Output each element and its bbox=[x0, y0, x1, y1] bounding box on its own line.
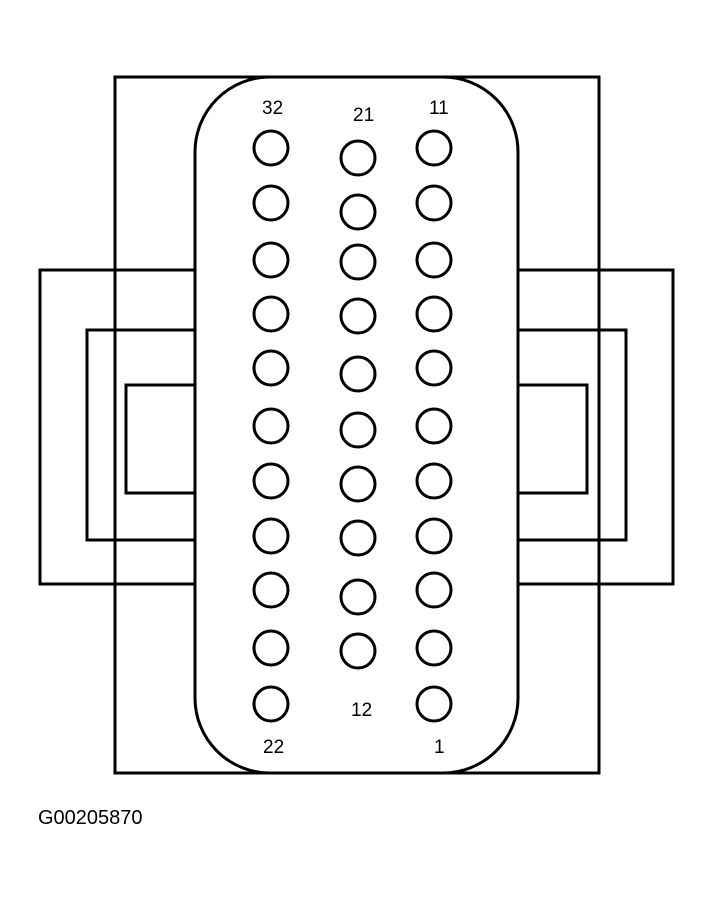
pin-left-8 bbox=[252, 517, 290, 555]
pin-label-12: 12 bbox=[351, 700, 372, 721]
pin-right-4 bbox=[415, 295, 453, 333]
pin-middle-4 bbox=[339, 297, 377, 335]
pin-middle-9 bbox=[339, 578, 377, 616]
left-latch bbox=[38, 268, 195, 586]
pin-middle-2 bbox=[339, 193, 377, 231]
pin-left-4 bbox=[252, 295, 290, 333]
pin-right-1 bbox=[415, 129, 453, 167]
pin-middle-3 bbox=[339, 243, 377, 281]
pin-array bbox=[252, 129, 453, 723]
pin-left-7 bbox=[252, 462, 290, 500]
pin-middle-7 bbox=[339, 465, 377, 503]
pin-right-8 bbox=[415, 517, 453, 555]
pin-middle-6 bbox=[339, 411, 377, 449]
right-latch bbox=[518, 268, 675, 586]
pin-left-3 bbox=[252, 241, 290, 279]
pin-middle-5 bbox=[339, 355, 377, 393]
pin-right-10 bbox=[415, 629, 453, 667]
pin-label-22: 22 bbox=[263, 737, 284, 758]
figure-code: G00205870 bbox=[38, 807, 143, 829]
pin-left-2 bbox=[252, 184, 290, 222]
pin-right-2 bbox=[415, 184, 453, 222]
pin-left-6 bbox=[252, 407, 290, 445]
pin-middle-8 bbox=[339, 519, 377, 557]
pin-right-11 bbox=[415, 685, 453, 723]
pin-right-3 bbox=[415, 241, 453, 279]
pin-right-6 bbox=[415, 407, 453, 445]
pin-right-5 bbox=[415, 349, 453, 387]
pin-left-5 bbox=[252, 349, 290, 387]
pin-middle-10 bbox=[339, 632, 377, 670]
pin-label-11: 11 bbox=[429, 98, 449, 119]
pin-label-32: 32 bbox=[262, 98, 283, 119]
pin-left-9 bbox=[252, 571, 290, 609]
pin-label-21: 21 bbox=[353, 105, 374, 126]
pin-left-10 bbox=[252, 629, 290, 667]
pin-left-11 bbox=[252, 685, 290, 723]
pin-middle-1 bbox=[339, 139, 377, 177]
pin-label-1: 1 bbox=[434, 737, 445, 758]
pin-right-7 bbox=[415, 462, 453, 500]
pin-right-9 bbox=[415, 571, 453, 609]
pin-left-1 bbox=[252, 129, 290, 167]
